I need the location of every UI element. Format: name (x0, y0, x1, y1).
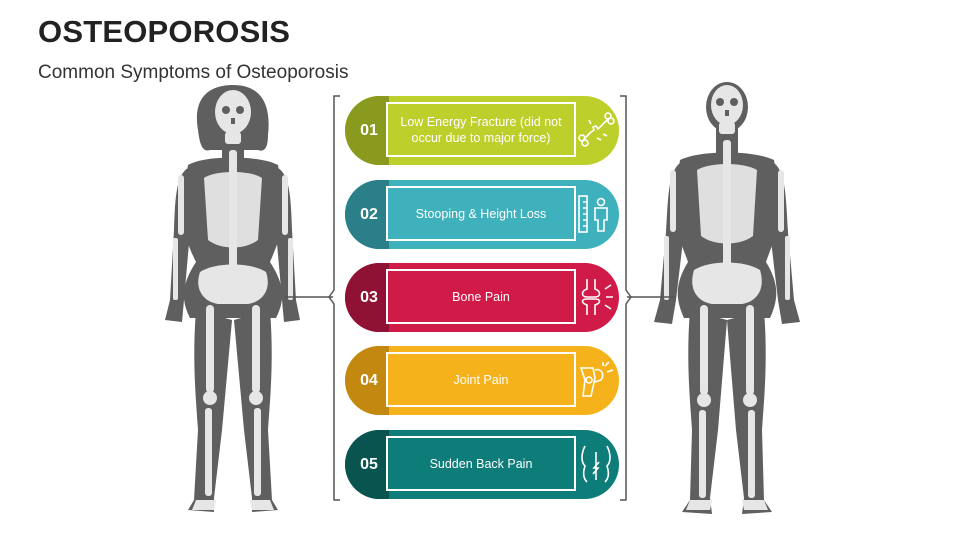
symptom-label: Low Energy Fracture (did not occur due t… (386, 102, 576, 157)
page-subtitle: Common Symptoms of Osteoporosis (38, 62, 349, 83)
symptom-number: 01 (345, 96, 389, 165)
knee-joint-pain-icon (577, 277, 615, 317)
page-title: OSTEOPOROSIS (38, 14, 291, 49)
knee-pain-icon (577, 360, 615, 400)
height-measure-icon (577, 194, 615, 234)
symptom-label: Sudden Back Pain (386, 436, 576, 491)
symptom-item-03: 03 Bone Pain (345, 263, 619, 332)
symptom-label: Bone Pain (386, 269, 576, 324)
symptom-item-01: 01 Low Energy Fracture (did not occur du… (345, 96, 619, 165)
broken-bone-icon (577, 110, 615, 150)
back-pain-icon (577, 444, 615, 484)
symptom-label: Stooping & Height Loss (386, 186, 576, 241)
symptom-item-05: 05 Sudden Back Pain (345, 430, 619, 499)
symptom-item-04: 04 Joint Pain (345, 346, 619, 415)
symptom-number: 05 (345, 430, 389, 499)
symptom-item-02: 02 Stooping & Height Loss (345, 180, 619, 249)
symptom-number: 03 (345, 263, 389, 332)
symptom-label: Joint Pain (386, 352, 576, 407)
